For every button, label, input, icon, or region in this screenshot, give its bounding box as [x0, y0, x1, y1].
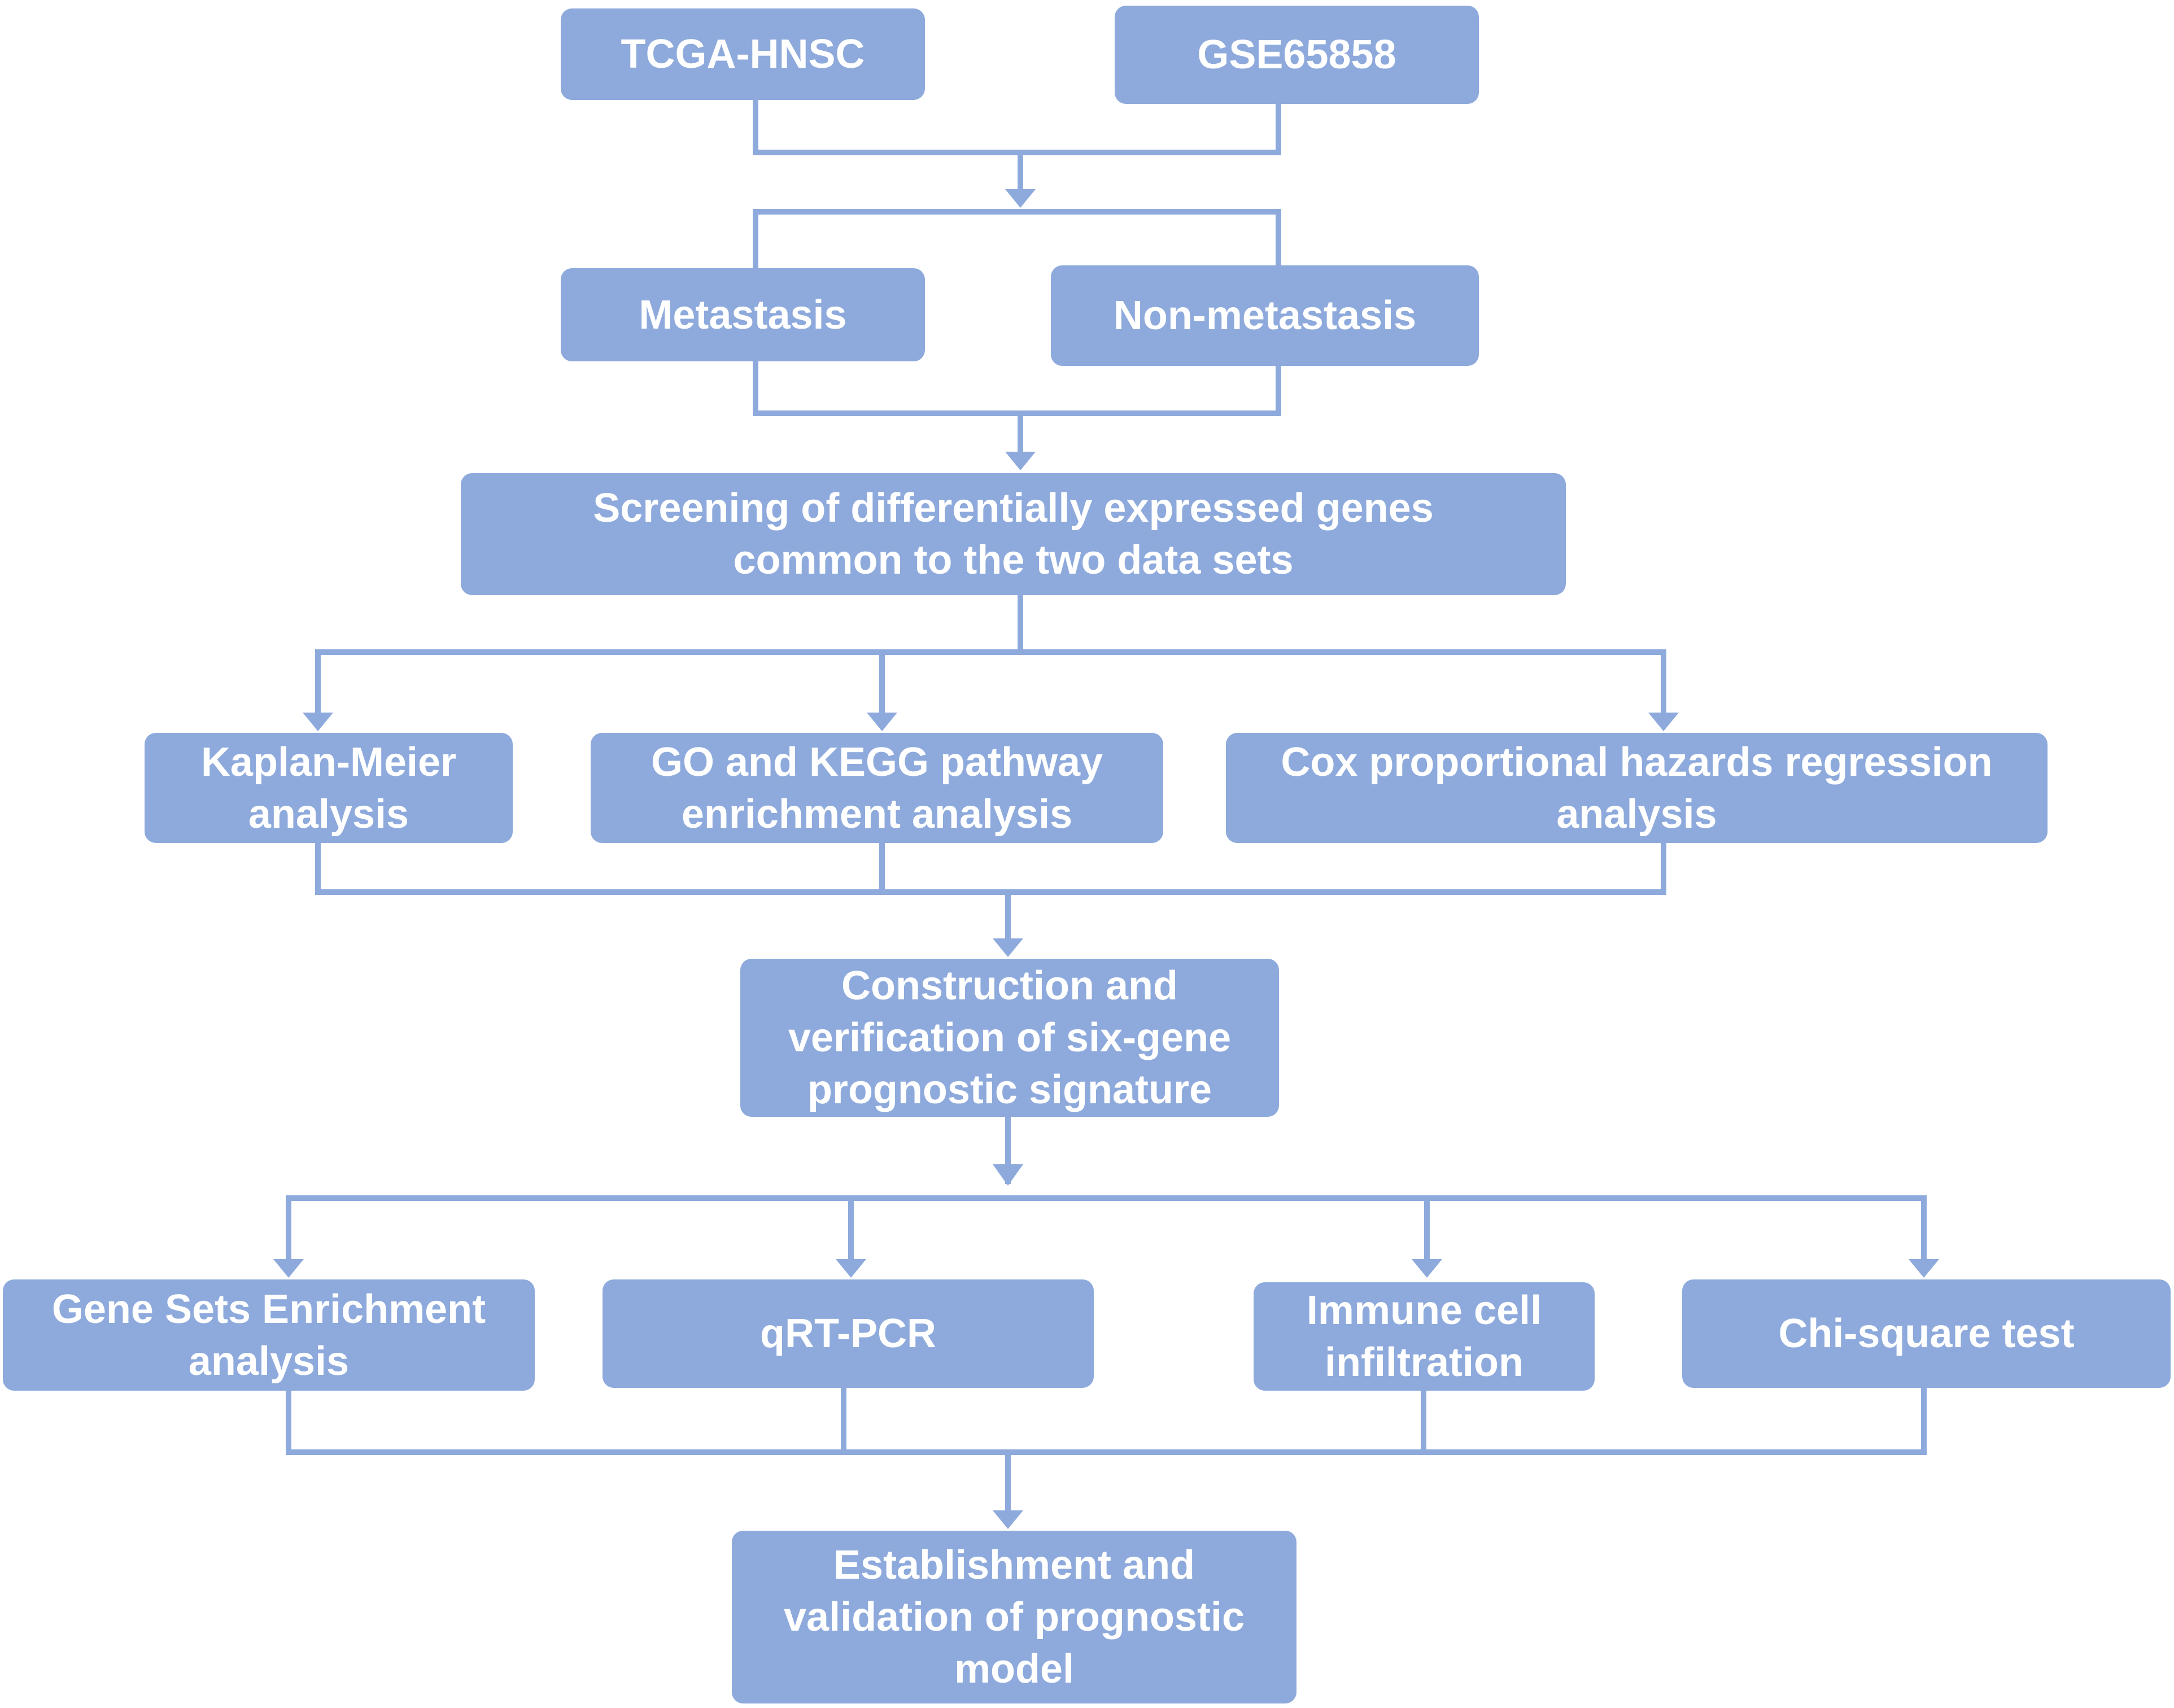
arrowhead-immune [1412, 1259, 1442, 1278]
merge-line-validation [286, 1386, 1927, 1455]
node-metastasis: Metastasis [561, 268, 925, 361]
arrowhead-gsea [273, 1259, 304, 1278]
arrowhead-chi-square [1909, 1259, 1939, 1278]
merge-line-analyses [315, 840, 1666, 895]
arrowhead-qrt-pcr [836, 1259, 866, 1278]
arrowhead-establishment [993, 1510, 1023, 1529]
merge-line-sources [753, 97, 1281, 155]
node-kaplan-meier: Kaplan-Meier analysis [145, 733, 513, 843]
arrowhead-construction [993, 938, 1023, 957]
arrowhead-kaplan [303, 713, 333, 731]
arrowhead-cox [1648, 713, 1679, 731]
split-line-groups [753, 209, 1281, 271]
node-gse65858: GSE65858 [1115, 6, 1479, 104]
merge-line-groups [753, 361, 1281, 416]
node-non-metastasis: Non-metastasis [1051, 265, 1479, 366]
node-go-kegg: GO and KEGG pathway enrichment analysis [591, 733, 1163, 843]
node-qrt-pcr: qRT-PCR [603, 1279, 1094, 1388]
node-construction: Construction and verification of six-gen… [740, 959, 1279, 1117]
arrowhead-split [1005, 189, 1036, 208]
node-screening: Screening of differentially expressed ge… [461, 473, 1566, 595]
node-immune: Immune cell infiltration [1254, 1282, 1595, 1391]
arrowhead-screening [1005, 452, 1036, 470]
node-cox: Cox proportional hazards regression anal… [1226, 733, 2048, 843]
node-tcga-hnsc: TCGA-HNSC [561, 8, 925, 100]
node-establishment: Establishment and validation of prognost… [732, 1531, 1296, 1703]
node-gsea: Gene Sets Enrichment analysis [3, 1279, 535, 1391]
node-chi-square: Chi-square test [1682, 1279, 2171, 1388]
arrowhead-go-kegg [867, 713, 897, 731]
arrowhead-split-2 [993, 1164, 1023, 1186]
